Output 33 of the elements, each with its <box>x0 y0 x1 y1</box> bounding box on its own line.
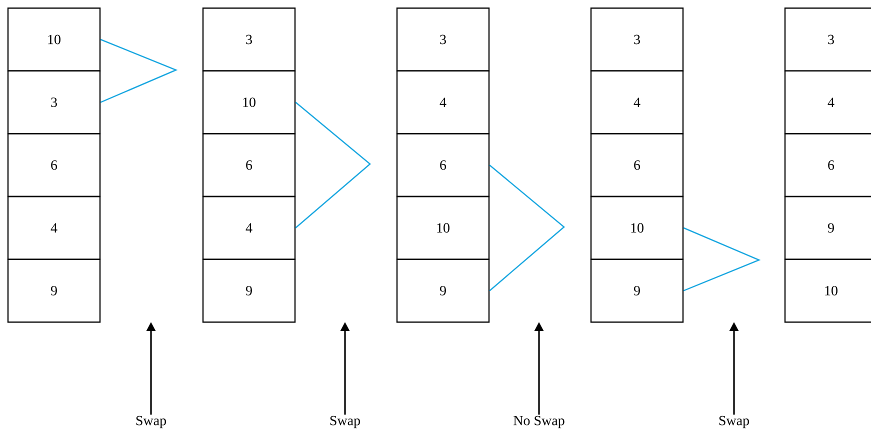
comparison-bracket <box>489 164 566 292</box>
number-cell: 10 <box>784 258 871 323</box>
swap-label: Swap <box>719 416 750 428</box>
number-cell: 6 <box>784 133 871 198</box>
number-cell: 6 <box>7 133 101 198</box>
number-cell: 3 <box>590 8 684 72</box>
number-cell: 10 <box>7 8 101 72</box>
swap-label: Swap <box>136 416 166 428</box>
number-cell: 4 <box>396 70 490 134</box>
number-cell: 10 <box>202 70 296 134</box>
number-cell: 3 <box>202 8 296 72</box>
number-cell: 4 <box>7 196 101 260</box>
number-cell: 9 <box>202 258 296 323</box>
number-cell: 4 <box>590 70 684 134</box>
number-cell: 9 <box>784 196 871 260</box>
number-cell: 6 <box>202 133 296 198</box>
number-cell: 9 <box>396 258 490 323</box>
number-cell: 4 <box>784 70 871 134</box>
number-cell: 10 <box>396 196 490 260</box>
swap-label: Swap <box>330 416 360 428</box>
swap-label: No Swap <box>514 416 564 428</box>
number-cell: 6 <box>396 133 490 198</box>
number-cell: 3 <box>396 8 490 72</box>
number-cell: 6 <box>590 133 684 198</box>
comparison-bracket <box>683 227 761 292</box>
number-cell: 10 <box>590 196 684 260</box>
number-cell: 3 <box>784 8 871 72</box>
number-cell: 9 <box>590 258 684 323</box>
number-cell: 9 <box>7 258 101 323</box>
number-cell: 4 <box>202 196 296 260</box>
comparison-bracket <box>100 38 178 103</box>
comparison-bracket <box>295 102 371 228</box>
number-cell: 3 <box>7 70 101 134</box>
